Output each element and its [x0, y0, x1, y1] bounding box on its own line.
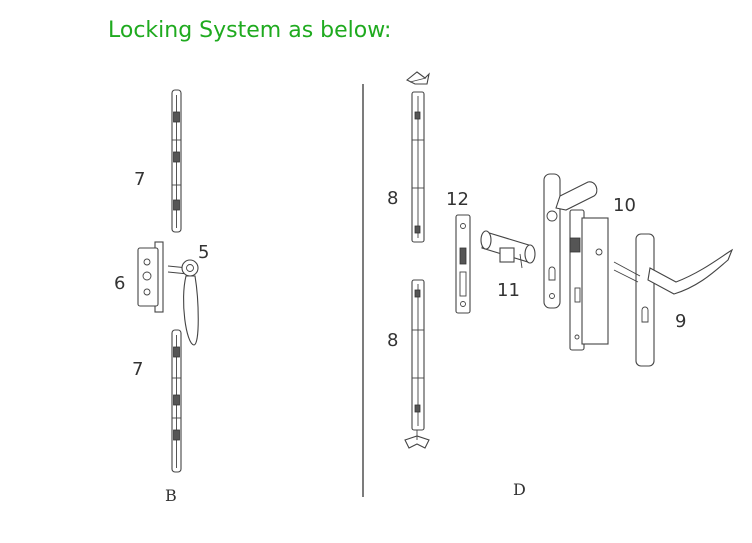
upper-flush-bolt-part-8 — [411, 91, 425, 243]
label-part-8-top: 8 — [387, 188, 398, 209]
strike-plate-part-12 — [455, 214, 471, 314]
label-part-6: 6 — [114, 273, 125, 294]
rod-end-clip-bottom — [404, 430, 430, 449]
label-part-9: 9 — [675, 311, 686, 332]
label-part-11: 11 — [497, 280, 520, 301]
label-part-7-top: 7 — [134, 169, 145, 190]
upper-rod-part-7 — [171, 89, 182, 233]
label-panel-b: B — [165, 486, 177, 505]
inner-handle-backplate — [543, 173, 598, 309]
mortise-lock-part-10 — [569, 209, 609, 351]
label-part-8-bottom: 8 — [387, 330, 398, 351]
label-part-12: 12 — [446, 189, 469, 210]
outer-handle-part-9 — [613, 233, 734, 367]
gearbox-part-6 — [137, 241, 164, 313]
window-handle-part-5 — [167, 259, 199, 346]
label-part-5: 5 — [198, 242, 209, 263]
label-part-10: 10 — [613, 195, 636, 216]
lower-rod-part-7 — [171, 329, 182, 473]
euro-cylinder-part-11 — [480, 230, 536, 269]
label-panel-d: D — [513, 480, 526, 499]
label-part-7-bottom: 7 — [132, 359, 143, 380]
page-heading: Locking System as below: — [108, 18, 392, 43]
lower-flush-bolt-part-8 — [411, 279, 425, 431]
rod-end-clip-top — [405, 71, 430, 85]
